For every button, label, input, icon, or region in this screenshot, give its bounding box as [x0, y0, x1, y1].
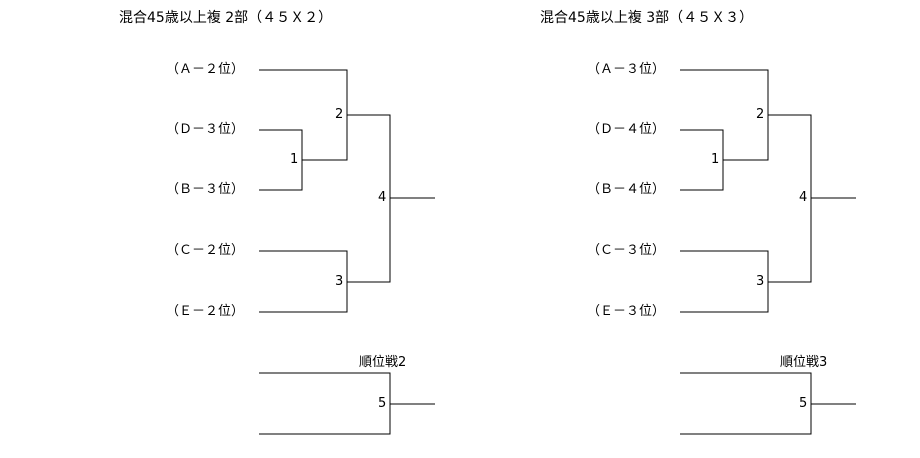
match-number-5: 5 — [378, 396, 387, 411]
match-number-3: 3 — [756, 274, 765, 289]
match-2-lines — [680, 69, 769, 161]
entry-d: （Ｄ－４位） — [587, 122, 666, 137]
bracket-title: 混合45歳以上複 2部（４５Ｘ２） — [119, 10, 333, 26]
entry-b: （Ｂ－４位） — [587, 182, 666, 197]
placement-title: 順位戦3 — [780, 355, 828, 370]
entry-a: （Ａ－３位） — [587, 62, 666, 77]
bracket-lines — [680, 69, 856, 435]
entry-b: （Ｂ－３位） — [166, 182, 245, 197]
match-number-1: 1 — [711, 152, 720, 167]
match-5-lines — [259, 372, 391, 435]
match-2-lines — [259, 69, 348, 161]
match-3-lines — [680, 250, 769, 313]
entry-c: （Ｃ－３位） — [587, 243, 666, 258]
match-number-5: 5 — [799, 396, 808, 411]
match-number-2: 2 — [756, 107, 765, 122]
entry-d: （Ｄ－３位） — [166, 122, 245, 137]
entry-c: （Ｃ－２位） — [166, 243, 245, 258]
entry-e: （Ｅ－２位） — [166, 304, 245, 319]
match-5-lines — [680, 372, 812, 435]
match-number-1: 1 — [290, 152, 299, 167]
match-number-2: 2 — [335, 107, 344, 122]
match-number-4: 4 — [799, 190, 808, 205]
bracket-lines — [259, 69, 435, 435]
match-3-lines — [259, 250, 348, 313]
entry-e: （Ｅ－３位） — [587, 304, 666, 319]
match-number-3: 3 — [335, 274, 344, 289]
bracket-left: 混合45歳以上複 2部（４５Ｘ２） （Ａ－２位） （Ｄ－３位） （Ｂ－３位） （… — [119, 10, 435, 435]
entry-a: （Ａ－２位） — [166, 62, 245, 77]
bracket-title: 混合45歳以上複 3部（４５Ｘ３） — [540, 10, 754, 26]
match-number-4: 4 — [378, 190, 387, 205]
placement-title: 順位戦2 — [359, 355, 407, 370]
bracket-right: 混合45歳以上複 3部（４５Ｘ３） （Ａ－３位） （Ｄ－４位） （Ｂ－４位） （… — [421, 0, 881, 458]
